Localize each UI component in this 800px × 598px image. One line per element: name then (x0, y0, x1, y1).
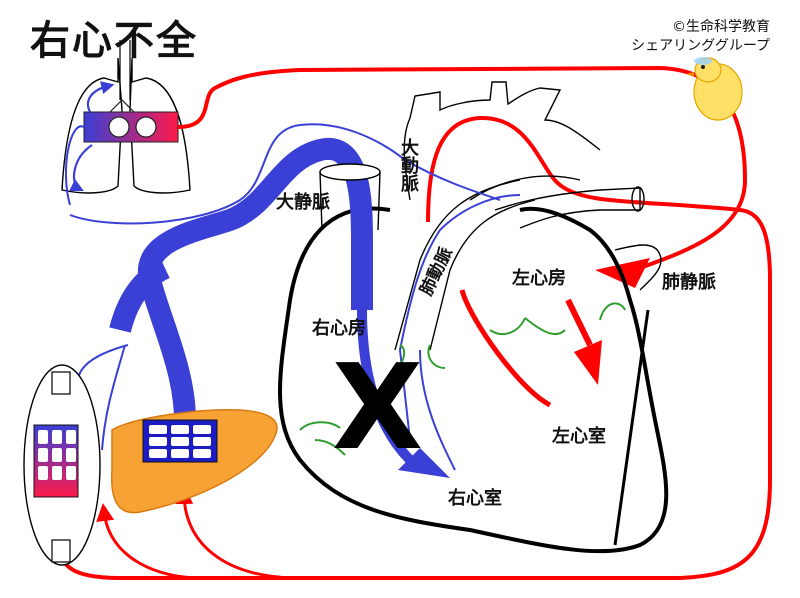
chick-icon (686, 57, 743, 121)
failure-x-mark: X (332, 338, 423, 476)
label-right-ventricle: 右心室 (448, 488, 502, 509)
label-pulmonary-vein: 肺静脈 (662, 272, 716, 293)
label-vena-cava: 大静脈 (276, 192, 330, 213)
credit-line-2: シェアリンググループ (631, 38, 770, 54)
label-left-atrium: 左心房 (512, 268, 566, 289)
label-aorta: 大動脈 (398, 138, 419, 192)
heart-outline (278, 206, 669, 554)
body-tissue-icon (23, 364, 101, 566)
credit-line-1: ©生命科学教育 (672, 19, 770, 35)
valves (299, 302, 626, 456)
label-right-atrium: 右心房 (312, 318, 366, 339)
page-title: 右心不全 (30, 18, 198, 64)
label-left-ventricle: 左心室 (552, 426, 606, 447)
